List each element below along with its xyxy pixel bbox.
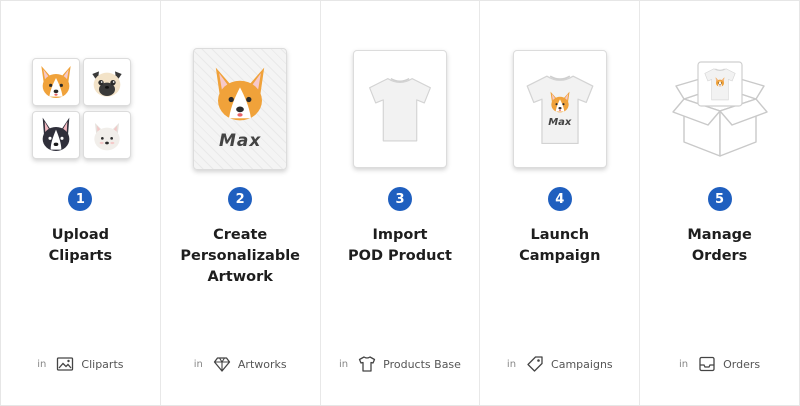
step-manage-orders: 5 Manage Orders in Orders <box>640 1 799 405</box>
step-create-artwork: Max 2 Create Personalizable Artwork in A… <box>161 1 321 405</box>
box-icon <box>671 60 768 157</box>
step-title: Import POD Product <box>347 227 452 264</box>
product-illustration <box>321 46 480 171</box>
inbox-icon <box>698 355 716 373</box>
section-link-products-base[interactable]: in Products Base <box>321 355 480 373</box>
cliparts-illustration <box>1 46 160 171</box>
tshirt-icon <box>358 355 376 373</box>
artwork-preview: Max <box>193 47 288 170</box>
clipart-bulldog <box>31 111 80 159</box>
clipart-white-dog <box>82 111 131 159</box>
section-link-cliparts[interactable]: in Cliparts <box>1 355 160 373</box>
product-preview <box>352 49 447 168</box>
step-number: 5 <box>707 187 732 211</box>
campaign-illustration: Max <box>480 46 639 171</box>
campaign-preview: Max <box>512 49 607 168</box>
corgi-icon <box>36 62 76 102</box>
image-icon <box>56 355 74 373</box>
clipart-pug <box>82 58 131 106</box>
step-number: 4 <box>547 187 572 211</box>
tshirt-icon <box>362 71 438 147</box>
bulldog-icon <box>36 115 76 155</box>
corgi-icon <box>547 89 573 115</box>
step-title: Launch Campaign <box>519 227 601 264</box>
section-link-orders[interactable]: in Orders <box>640 355 799 373</box>
orders-illustration <box>640 46 799 171</box>
step-title: Upload Cliparts <box>48 227 113 264</box>
diamond-icon <box>213 355 231 373</box>
tag-icon <box>526 355 544 373</box>
pug-icon <box>87 62 127 102</box>
step-title: Create Personalizable Artwork <box>180 227 301 285</box>
step-title: Manage Orders <box>687 227 752 264</box>
step-import-product: 3 Import POD Product in Products Base <box>321 1 481 405</box>
section-link-campaigns[interactable]: in Campaigns <box>480 355 639 373</box>
artwork-illustration: Max <box>161 46 320 171</box>
step-number: 3 <box>387 187 412 211</box>
step-number: 1 <box>68 187 93 211</box>
section-link-artworks[interactable]: in Artworks <box>161 355 320 373</box>
step-launch-campaign: Max 4 Launch Campaign in Campaigns <box>480 1 641 405</box>
clipart-corgi <box>31 58 80 106</box>
corgi-icon <box>207 61 273 127</box>
step-number: 2 <box>228 187 253 211</box>
white-dog-icon <box>87 115 127 155</box>
step-upload-cliparts: 1 Upload Cliparts in Cliparts <box>1 1 161 405</box>
